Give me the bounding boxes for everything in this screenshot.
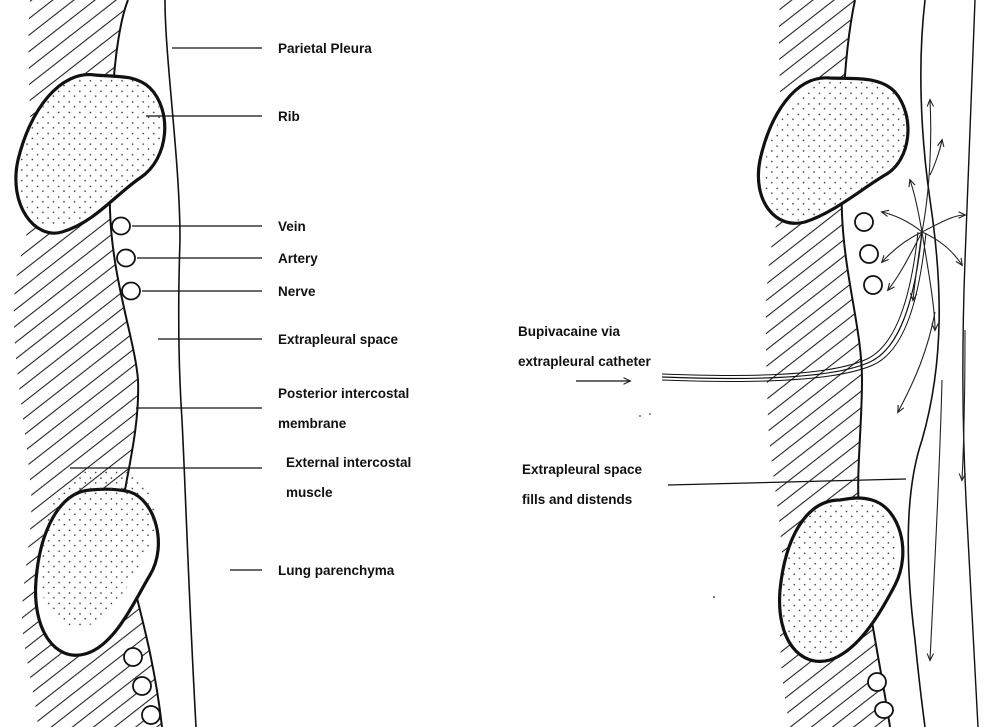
left-lower-vessel-2: [133, 677, 151, 695]
speck: [713, 596, 715, 598]
label-nerve: Nerve: [278, 284, 316, 299]
label-artery: Artery: [278, 251, 318, 266]
left-lower-vessel-3: [142, 706, 160, 724]
right-nerve: [864, 276, 882, 294]
left-anatomy-figure: Parietal Pleura Rib Vein Artery Nerve Ex…: [14, 0, 412, 727]
right-lower-vessel-2: [875, 702, 893, 718]
label-bupivacaine-line-2: extrapleural catheter: [518, 354, 652, 369]
left-vein: [112, 218, 130, 235]
label-vein: Vein: [278, 219, 306, 234]
right-anatomy-figure: Bupivacaine via extrapleural catheter Ex…: [518, 0, 978, 727]
left-artery: [117, 250, 135, 267]
right-vein: [855, 213, 873, 231]
label-external-intercostal-line-1: External intercostal: [286, 455, 411, 470]
left-lower-vessel-1: [124, 648, 142, 666]
label-space-fills-line-1: Extrapleural space: [522, 462, 643, 477]
speck: [649, 413, 651, 415]
label-space-fills-line-2: fills and distends: [522, 492, 632, 507]
label-lung-parenchyma: Lung parenchyma: [278, 563, 395, 578]
right-artery: [860, 245, 878, 263]
label-bupivacaine-line-1: Bupivacaine via: [518, 324, 621, 339]
label-posterior-intercostal-line-1: Posterior intercostal: [278, 386, 409, 401]
label-posterior-intercostal-line-2: membrane: [278, 416, 347, 431]
label-rib: Rib: [278, 109, 300, 124]
label-extrapleural-space: Extrapleural space: [278, 332, 399, 347]
label-parietal-pleura: Parietal Pleura: [278, 41, 372, 56]
speck: [639, 415, 641, 417]
right-lower-vessel-1: [868, 673, 886, 691]
label-external-intercostal-line-2: muscle: [286, 485, 333, 500]
left-nerve: [122, 283, 140, 300]
